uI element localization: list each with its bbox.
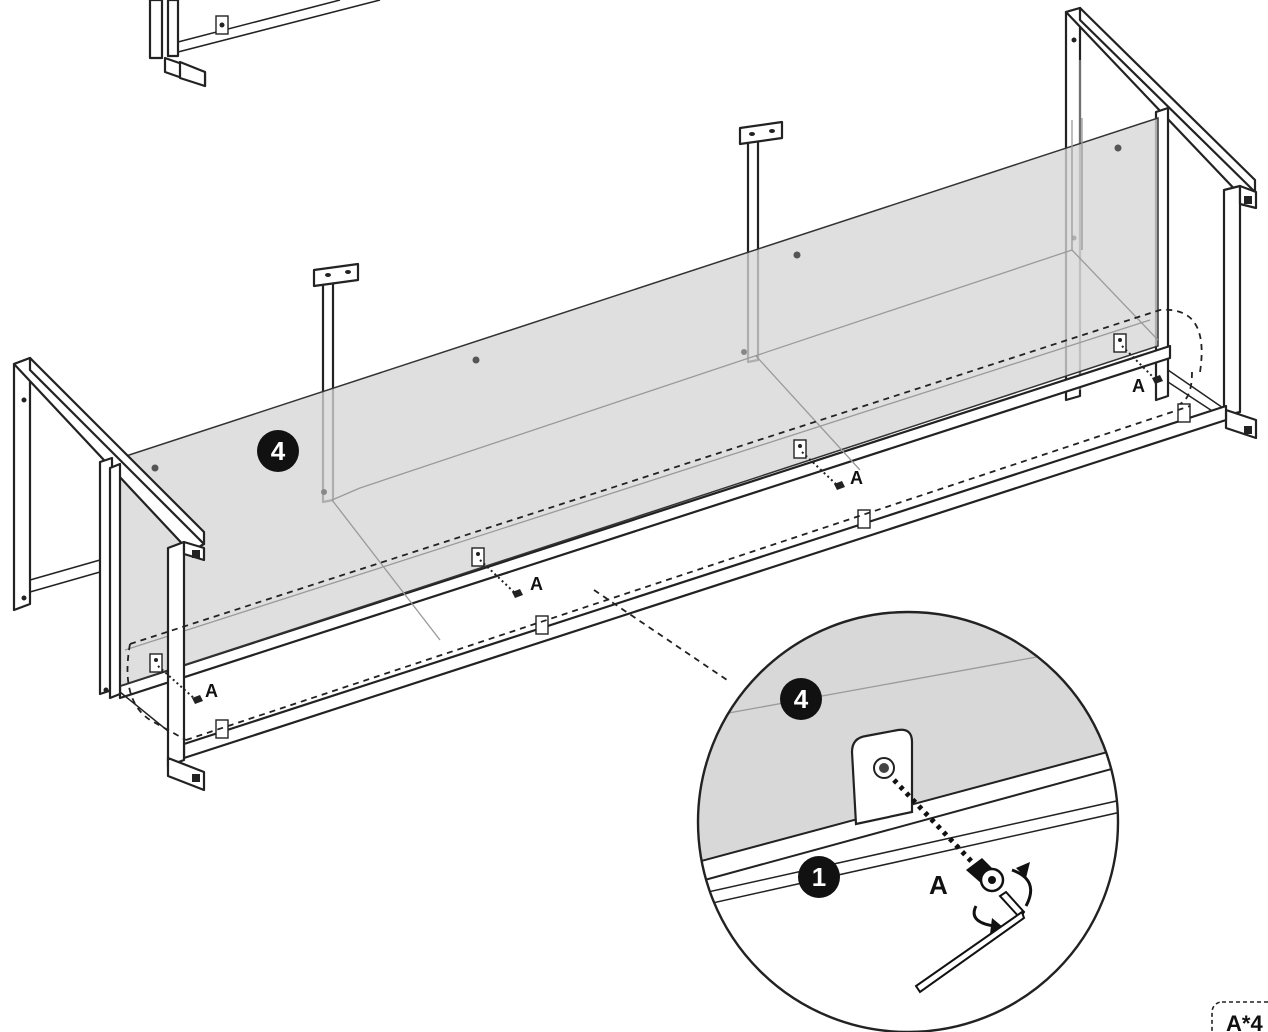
step-badge-panel: 4: [257, 430, 299, 472]
zoom-detail: A 4 1: [696, 610, 1120, 1032]
screw-label: A: [530, 574, 543, 594]
screws: A A A A: [157, 345, 1163, 704]
step-badge-zoom-frame: 1: [798, 856, 840, 898]
screw-icon: [966, 858, 1005, 893]
quantity-label: A*4: [1226, 1011, 1263, 1032]
bracket: [149, 653, 163, 673]
allen-key-icon: [914, 890, 1026, 994]
screw-label: A: [850, 468, 863, 488]
bracket: [471, 547, 485, 567]
bracket: [1113, 333, 1127, 353]
previous-step-frame: [148, 0, 381, 88]
bracket: [857, 509, 871, 529]
screw-icon: [834, 481, 845, 490]
bracket: [215, 719, 229, 739]
highlight-outline: [126, 308, 1203, 741]
screw-icon: [1152, 375, 1163, 384]
rotate-arrow-icon: [972, 862, 1033, 934]
left-end-frame: [12, 356, 206, 792]
screw-label: A: [205, 681, 218, 701]
bracket: [535, 615, 549, 635]
zoom-screw-label: A: [929, 870, 948, 900]
screw-icon: [192, 695, 203, 704]
quantity-badge: A*4: [1211, 1001, 1268, 1032]
step-badge-zoom-panel: 4: [780, 678, 822, 720]
screw-icon: [512, 589, 523, 598]
bracket: [793, 439, 807, 459]
svg-text:4: 4: [794, 684, 809, 714]
screw-label: A: [1132, 376, 1145, 396]
svg-text:4: 4: [271, 436, 286, 466]
svg-text:1: 1: [812, 862, 826, 892]
